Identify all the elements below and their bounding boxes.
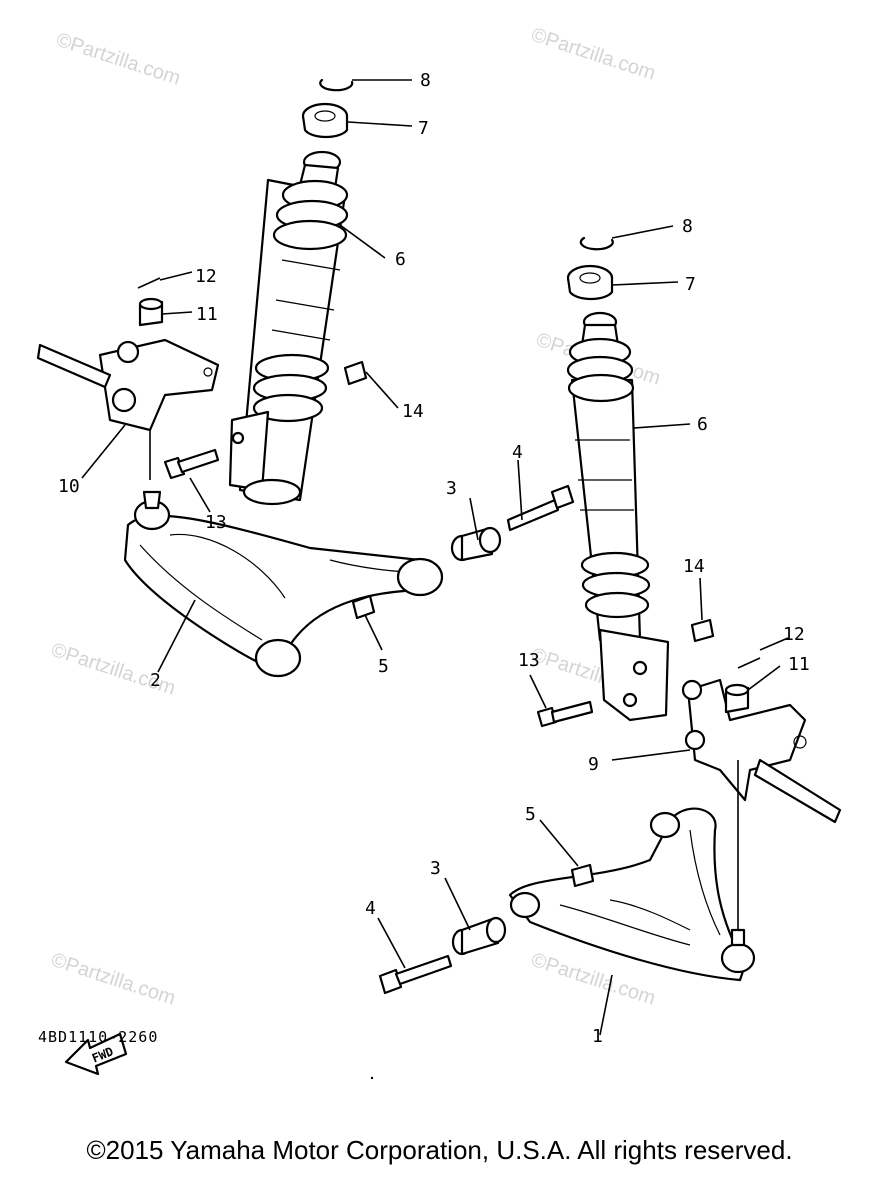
right-castle-nut xyxy=(724,683,750,714)
watermark-6: ©Partzilla.com xyxy=(48,949,178,1010)
left-bolt xyxy=(163,448,220,480)
callout-11-left: 11 xyxy=(196,304,218,325)
diagram-code: 4BD1110-2260 xyxy=(38,1028,159,1046)
right-bolt xyxy=(536,700,594,728)
callout-13-left: 13 xyxy=(205,512,227,533)
watermark-1: ©Partzilla.com xyxy=(53,29,183,90)
callout-8-right: 8 xyxy=(682,216,693,237)
callout-12-right: 12 xyxy=(783,624,805,645)
watermark-2: ©Partzilla.com xyxy=(528,24,658,85)
copyright-notice: ©2015 Yamaha Motor Corporation, U.S.A. A… xyxy=(86,1135,793,1165)
left-circlip xyxy=(319,78,354,92)
right-nut-5 xyxy=(570,863,595,888)
right-circlip xyxy=(579,236,614,251)
callout-8-left: 8 xyxy=(420,70,431,91)
left-nut-14 xyxy=(343,360,368,386)
left-seat xyxy=(301,102,349,139)
right-seat xyxy=(566,264,614,301)
left-long-bolt xyxy=(506,484,575,532)
left-bushing xyxy=(450,526,502,562)
left-lower-arm xyxy=(123,490,444,678)
callout-1: 1 xyxy=(592,1026,603,1047)
callout-7-left: 7 xyxy=(418,118,429,139)
right-bushing xyxy=(451,916,507,956)
left-shock-absorber xyxy=(228,150,349,506)
leader-lines xyxy=(81,79,789,1036)
callout-3-right: 3 xyxy=(430,858,441,879)
callout-6-right: 6 xyxy=(697,414,708,435)
right-shock-absorber xyxy=(566,311,670,722)
left-nut-5 xyxy=(351,594,376,620)
left-steering-knuckle xyxy=(36,338,220,480)
callout-4-right: 4 xyxy=(365,898,376,919)
callout-12-left: 12 xyxy=(195,266,217,287)
callout-5-left: 5 xyxy=(378,656,389,677)
stray-mark xyxy=(370,1076,374,1080)
callout-3-left: 3 xyxy=(446,478,457,499)
callouts: 8 7 6 12 11 14 10 13 2 3 4 5 8 7 6 14 12… xyxy=(58,70,810,1047)
callout-9: 9 xyxy=(588,754,599,775)
left-castle-nut xyxy=(138,297,164,327)
right-long-bolt xyxy=(378,954,453,995)
callout-11-right: 11 xyxy=(788,654,810,675)
right-lower-arm xyxy=(508,807,756,982)
callout-14-left: 14 xyxy=(402,401,424,422)
fwd-arrow-icon: FWD xyxy=(64,1032,128,1076)
callout-13-right: 13 xyxy=(518,650,540,671)
callout-4-left: 4 xyxy=(512,442,523,463)
right-cotter-pin xyxy=(737,657,761,669)
right-nut-14 xyxy=(690,618,715,643)
left-cotter-pin xyxy=(137,277,161,289)
callout-10: 10 xyxy=(58,476,80,497)
callout-2: 2 xyxy=(150,670,161,691)
callout-7-right: 7 xyxy=(685,274,696,295)
callout-6-left: 6 xyxy=(395,249,406,270)
callout-5-right: 5 xyxy=(525,804,536,825)
callout-14-right: 14 xyxy=(683,556,705,577)
